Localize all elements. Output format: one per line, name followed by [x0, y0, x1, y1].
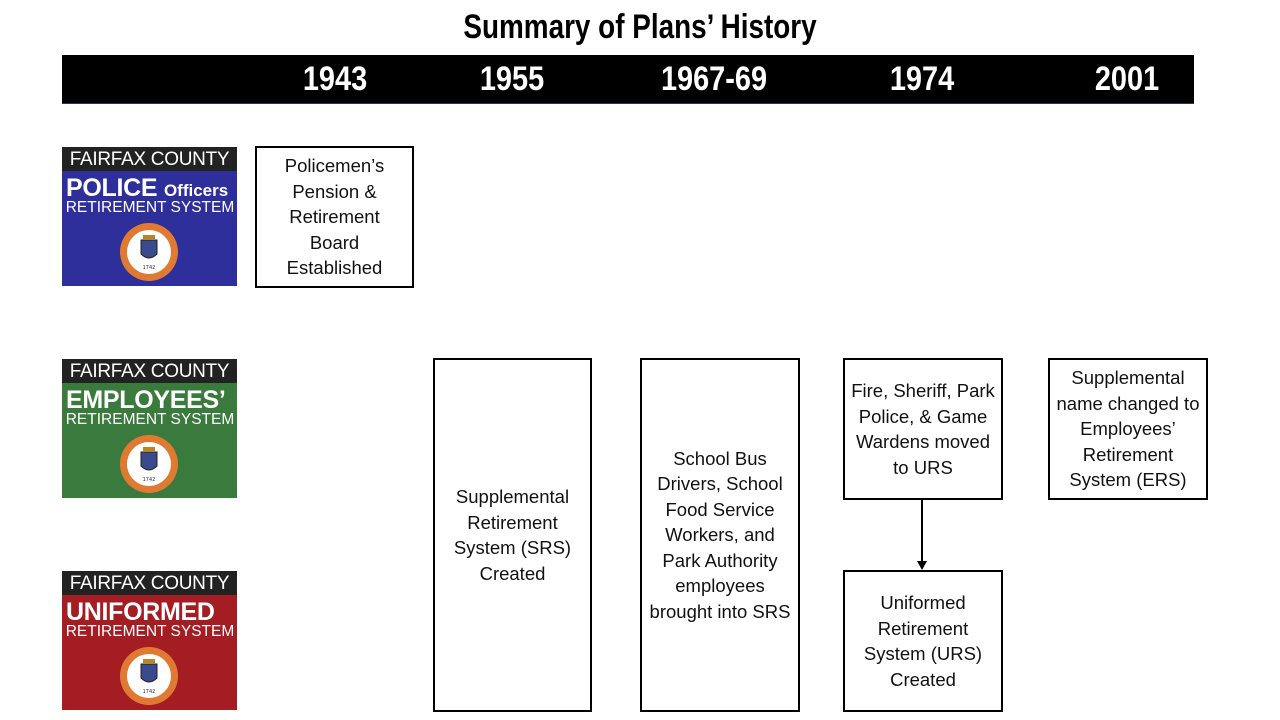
- employees-retirement-logo: FAIRFAX COUNTY EMPLOYEES’ RETIREMENT SYS…: [62, 359, 237, 498]
- county-seal-icon: 1742: [120, 647, 178, 705]
- event-police-board-1943: Policemen’s Pension & Retirement Board E…: [255, 146, 414, 288]
- logo-system-label: RETIREMENT SYSTEM: [65, 623, 235, 640]
- year-label-2001: 2001: [1094, 60, 1160, 98]
- svg-text:1742: 1742: [143, 477, 156, 483]
- event-srs-created-1955: Supplemental Retirement System (SRS) Cre…: [433, 358, 592, 712]
- logo-county-label: FAIRFAX COUNTY: [62, 147, 237, 171]
- event-ers-renamed-2001: Supplemental name changed to Employees’ …: [1048, 358, 1208, 500]
- logo-system-label: RETIREMENT SYSTEM: [65, 199, 235, 216]
- logo-plan-name: UNIFORMED: [66, 598, 215, 626]
- year-label-1967-69: 1967-69: [660, 60, 768, 98]
- event-move-to-urs-1974: Fire, Sheriff, Park Police, & Game Warde…: [843, 358, 1003, 500]
- logo-county-label: FAIRFAX COUNTY: [62, 359, 237, 383]
- year-label-1955: 1955: [479, 60, 545, 98]
- page-title: Summary of Plans’ History: [463, 8, 817, 46]
- svg-text:1742: 1742: [143, 689, 156, 695]
- logo-plan-name: EMPLOYEES’: [66, 386, 226, 414]
- logo-body: UNIFORMED RETIREMENT SYSTEM 1742: [62, 595, 237, 710]
- year-label-1974: 1974: [889, 60, 955, 98]
- timeline-year-bar: 1943 1955 1967-69 1974 2001: [62, 55, 1194, 104]
- logo-county-label: FAIRFAX COUNTY: [62, 571, 237, 595]
- svg-text:1742: 1742: [143, 265, 156, 271]
- police-retirement-logo: FAIRFAX COUNTY POLICE Officers RETIREMEN…: [62, 147, 237, 286]
- logo-body: EMPLOYEES’ RETIREMENT SYSTEM 1742: [62, 383, 237, 498]
- event-srs-expansion-1967-69: School Bus Drivers, School Food Service …: [640, 358, 800, 712]
- county-seal-icon: 1742: [120, 223, 178, 281]
- uniformed-retirement-logo: FAIRFAX COUNTY UNIFORMED RETIREMENT SYST…: [62, 571, 237, 710]
- down-arrow-icon: [917, 500, 927, 570]
- year-label-1943: 1943: [302, 60, 368, 98]
- county-seal-icon: 1742: [120, 435, 178, 493]
- event-urs-created-1974: Uniformed Retirement System (URS) Create…: [843, 570, 1003, 712]
- logo-plan-name: POLICE Officers: [66, 174, 229, 202]
- logo-body: POLICE Officers RETIREMENT SYSTEM 1742: [62, 171, 237, 286]
- logo-system-label: RETIREMENT SYSTEM: [65, 411, 235, 428]
